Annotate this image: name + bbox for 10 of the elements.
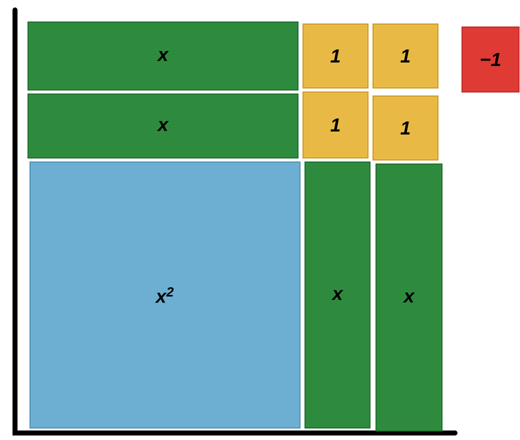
x-tile: x: [28, 94, 298, 158]
unit-tile: 1: [372, 24, 438, 88]
unit-tile: 1: [372, 96, 438, 160]
square-tile: x$^{2}$: [30, 162, 300, 428]
negative-unit-tile: −1: [462, 26, 520, 92]
x-tile: x: [28, 22, 298, 90]
x-tile: x: [376, 164, 442, 432]
unit-tile: 1: [302, 92, 368, 158]
unit-tile: 1: [302, 24, 368, 88]
x-tile: x: [304, 162, 370, 428]
